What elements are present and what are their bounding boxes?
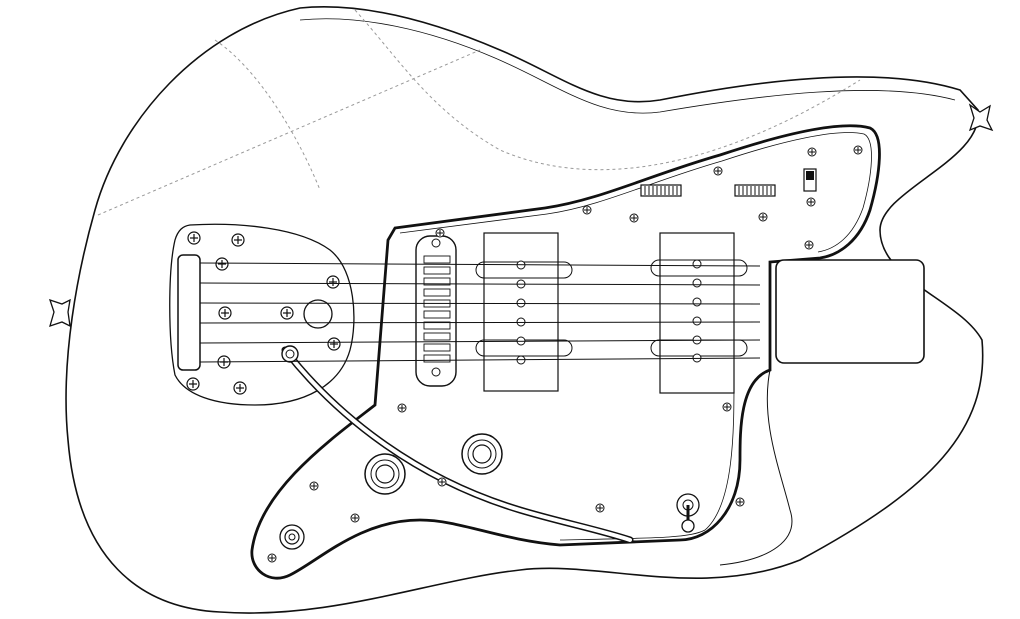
rhythm-roller-knob[interactable] [640, 184, 682, 197]
strings [199, 262, 761, 363]
output-jack[interactable] [279, 524, 305, 550]
neck-pickup [659, 232, 735, 394]
tremolo-arm-inner [283, 348, 632, 542]
rhythm-roller-knob[interactable] [734, 184, 776, 197]
volume-knob[interactable] [364, 453, 406, 495]
body-inner-contour [719, 369, 793, 566]
strap-button-right [968, 103, 994, 132]
tone-knob[interactable] [461, 433, 503, 475]
bridge-pickup [483, 232, 559, 392]
pickup-selector-switch[interactable] [676, 493, 700, 533]
pickguard-bevel [399, 132, 872, 253]
pickguard-screws [267, 145, 863, 563]
neck-heel [775, 259, 925, 364]
pickguard-bevel [559, 379, 735, 541]
tremolo-spring-cap [303, 299, 333, 329]
body-edge-contour [299, 18, 956, 114]
tailpiece-bar [177, 254, 201, 371]
body-contour-line [214, 39, 321, 191]
strap-button-left [48, 298, 71, 328]
bridge-post-screw [431, 367, 441, 377]
tremolo-plate [169, 223, 355, 406]
body-contour-line [354, 9, 861, 171]
bridge-post-screw [431, 238, 441, 248]
